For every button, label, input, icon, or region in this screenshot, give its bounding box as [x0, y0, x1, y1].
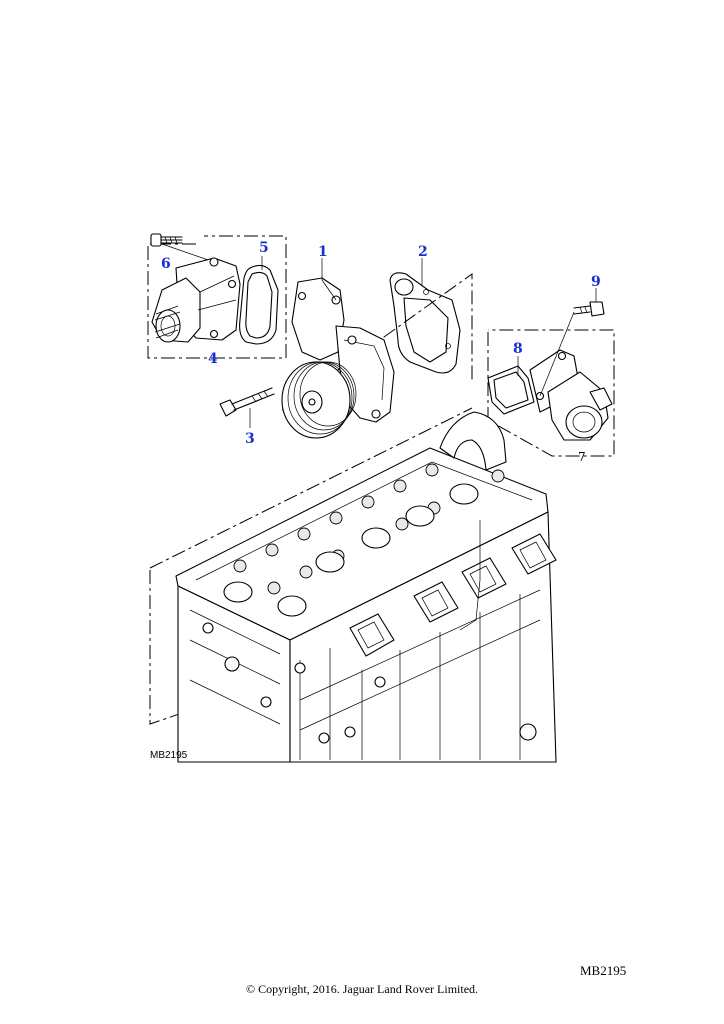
part-5-gasket: [239, 256, 279, 345]
callout-2: 2: [418, 244, 428, 260]
callout-4: 4: [208, 351, 218, 367]
callout-9: 9: [591, 274, 601, 290]
engine-block: [177, 511, 557, 763]
callout-3: 3: [245, 431, 255, 447]
part-6-bolt: [150, 233, 215, 263]
part-2-pump-gasket: [389, 258, 461, 374]
engine-cylinder-head: [175, 411, 549, 641]
callout-7: 7: [578, 450, 586, 464]
callout-1: 1: [318, 244, 328, 260]
callout-5: 5: [259, 240, 269, 256]
page-figure-id: MB2195: [580, 963, 627, 978]
part-7-outlet-housing: [529, 311, 613, 441]
part-3-long-bolt: [219, 387, 275, 428]
part-1-water-pump: [281, 258, 395, 439]
part-4-thermostat-housing: [151, 257, 241, 343]
copyright-notice: © Copyright, 2016. Jaguar Land Rover Lim…: [245, 982, 479, 996]
part-8-gasket: [487, 356, 535, 415]
group-box-7: [487, 329, 615, 457]
callout-6: 6: [161, 256, 171, 272]
part-9-bolt: [573, 288, 605, 317]
callout-8: 8: [513, 341, 523, 357]
group-box-4: [147, 235, 287, 359]
figure-id-label: MB2195: [150, 750, 188, 761]
